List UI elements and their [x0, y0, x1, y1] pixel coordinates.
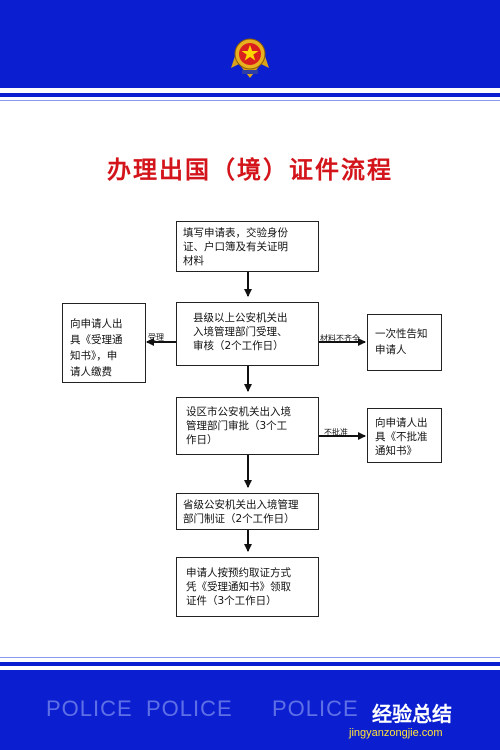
- step-apply-line: 材料: [183, 255, 204, 267]
- flow-branch-accept: 向申请人出 具《受理通 知书》，申 请人缴费: [62, 303, 146, 383]
- footer-band: [0, 670, 500, 750]
- watermark-text: 经验总结: [372, 702, 452, 726]
- police-emblem-icon: [231, 38, 269, 78]
- edge-label-accept: 受理: [148, 333, 164, 342]
- flow-step-approve: 设区市公安机关出入境 管理部门审批（3个工 作日）: [176, 397, 319, 455]
- police-text: POLICE: [46, 696, 133, 721]
- step-collect-line: 凭《受理通知书》领取: [186, 581, 291, 593]
- branch-accept-line: 向申请人出: [70, 318, 123, 330]
- step-collect-line: 申请人按预约取证方式: [186, 567, 291, 579]
- edge-label-incomplete: 材料不齐全: [320, 334, 360, 343]
- flow-step-apply: 填写申请表，交验身份 证、户口簿及有关证明 材料: [176, 221, 319, 272]
- step-produce-line: 省级公安机关出入境管理: [183, 499, 299, 511]
- step-collect-line: 证件（3个工作日）: [186, 595, 277, 607]
- flow-branch-incomplete: 一次性告知 申请人: [367, 314, 442, 371]
- step-approve-line: 设区市公安机关出入境: [186, 406, 291, 418]
- branch-reject-line: 向申请人出: [375, 417, 428, 429]
- step-apply-line: 填写申请表，交验身份: [183, 227, 288, 239]
- watermark-url: jingyanzongjie.com: [349, 727, 443, 739]
- edge-label-reject: 不批准: [324, 428, 348, 437]
- branch-incomplete-line: 一次性告知: [375, 328, 428, 340]
- branch-accept-line: 具《受理通: [70, 334, 123, 346]
- flow-connectors: [146, 272, 366, 552]
- branch-reject-line: 具《不批准: [375, 431, 428, 443]
- page-title: 办理出国（境）证件流程: [107, 155, 393, 184]
- footer-stripe: [0, 662, 500, 666]
- flow-branch-reject: 向申请人出 具《不批准 通知书》: [367, 408, 442, 463]
- branch-accept-line: 请人缴费: [70, 366, 112, 378]
- police-text: POLICE: [272, 696, 359, 721]
- flow-step-produce: 省级公安机关出入境管理 部门制证（2个工作日）: [176, 493, 319, 530]
- flow-step-collect: 申请人按预约取证方式 凭《受理通知书》领取 证件（3个工作日）: [176, 557, 319, 617]
- header-stripe: [0, 93, 500, 97]
- police-text: POLICE: [146, 696, 233, 721]
- step-produce-line: 部门制证（2个工作日）: [183, 513, 295, 525]
- step-approve-line: 作日）: [186, 434, 218, 446]
- branch-reject-line: 通知书》: [375, 445, 417, 457]
- branch-incomplete-line: 申请人: [375, 344, 407, 356]
- step-approve-line: 管理部门审批（3个工: [186, 420, 288, 432]
- step-review-line: 县级以上公安机关出: [193, 312, 288, 324]
- branch-accept-line: 知书》，申: [70, 350, 118, 362]
- step-review-line: 审核（2个工作日）: [193, 340, 284, 352]
- flow-step-review: 县级以上公安机关出 入境管理部门受理、 审核（2个工作日）: [176, 302, 319, 366]
- header-stripe-thin: [0, 100, 500, 101]
- step-review-line: 入境管理部门受理、: [193, 326, 288, 338]
- step-apply-line: 证、户口簿及有关证明: [183, 241, 288, 253]
- footer-stripe-thin: [0, 657, 500, 658]
